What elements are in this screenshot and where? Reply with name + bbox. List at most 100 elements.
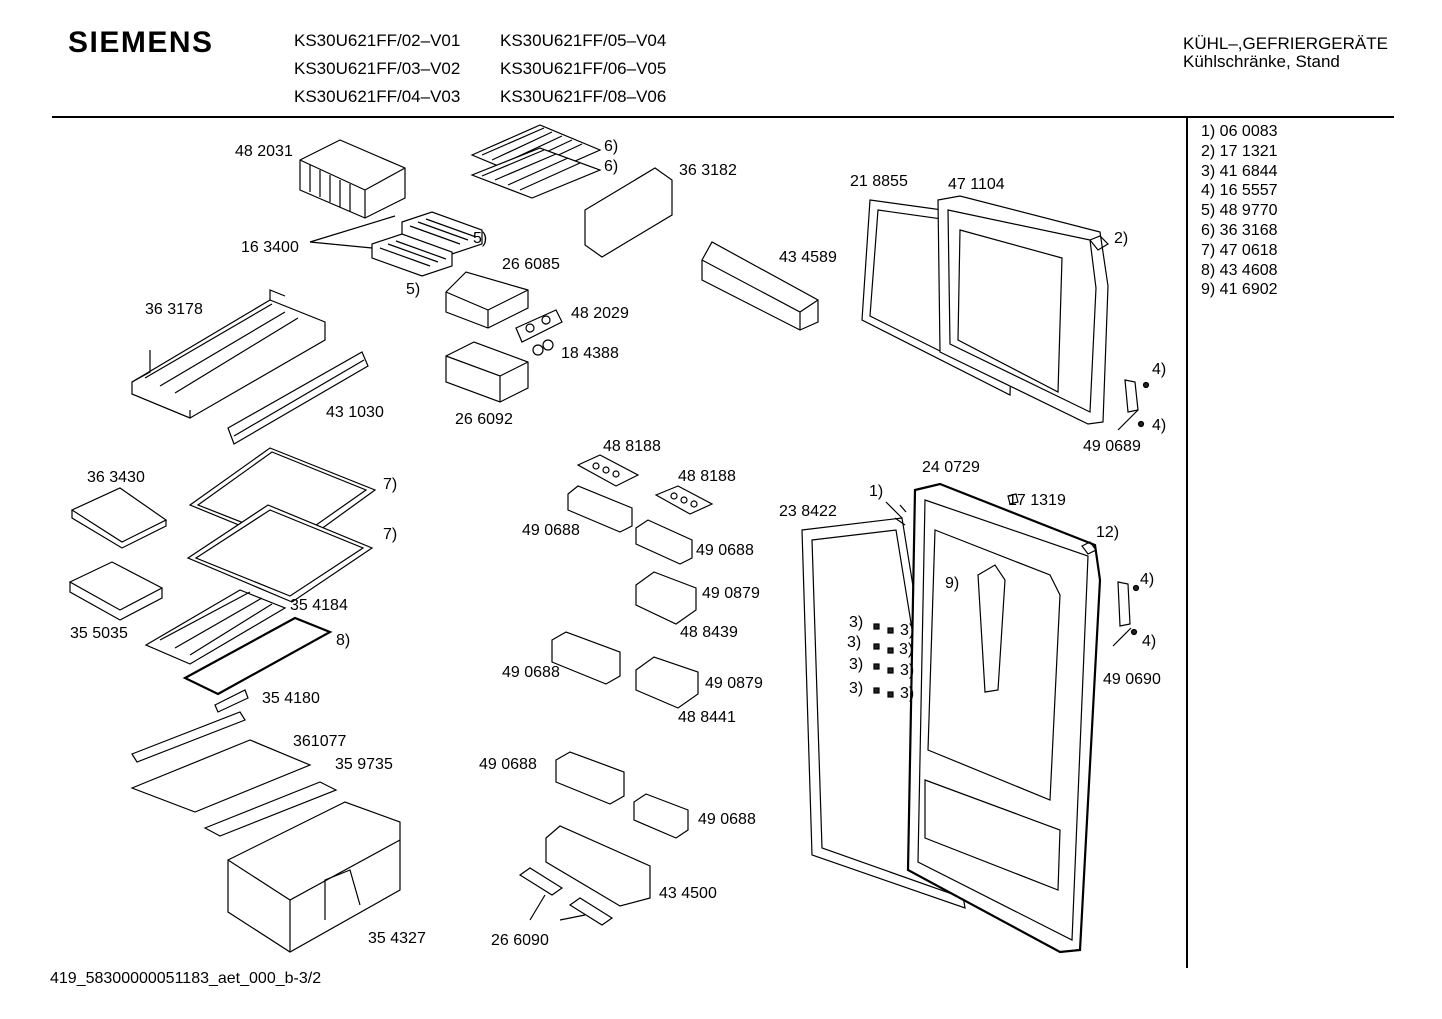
model-number: KS30U621FF/06–V05 (500, 59, 667, 78)
part-label: 16 3400 (241, 239, 299, 256)
part-label: 26 6092 (455, 411, 513, 428)
shelf-frame-drawing (144, 589, 287, 665)
part-label: 4) (1152, 417, 1167, 434)
part-label: 26 6085 (502, 256, 560, 273)
crisper-cover-drawing (130, 711, 338, 837)
part-label: 5) (406, 281, 421, 298)
part-label: 48 2029 (571, 305, 629, 322)
part-label: 49 0688 (696, 542, 754, 559)
part-label: 4) (1152, 361, 1167, 378)
brand-logo: SIEMENS (68, 26, 214, 59)
glass-shelf-drawing (186, 447, 377, 603)
part-label: 24 0729 (922, 459, 980, 476)
wire-shelf-drawing (470, 124, 602, 199)
part-label: 7) (383, 526, 398, 543)
part-label: 361077 (293, 733, 347, 750)
part-label: 12) (1096, 524, 1120, 541)
category-title: KÜHL–,GEFRIERGERÄTE (1183, 34, 1388, 53)
ice-tray-drawing (309, 211, 483, 277)
part-label: 3) (899, 641, 914, 658)
part-label: 48 8188 (678, 468, 736, 485)
model-number: KS30U621FF/04–V03 (294, 87, 461, 106)
ice-tray-holder-drawing (299, 139, 406, 219)
part-label: 35 5035 (70, 625, 128, 642)
legend-list: 1) 06 0083 2) 17 1321 3) 41 6844 4) 16 5… (1201, 122, 1278, 300)
part-label: 35 4184 (290, 597, 348, 614)
part-label: 49 0688 (479, 756, 537, 773)
part-label: 36 3430 (87, 469, 145, 486)
part-label: 49 0879 (702, 585, 760, 602)
fridge-door-drawing (906, 482, 1102, 954)
plate-drawing (515, 309, 563, 343)
part-label: 6) (604, 138, 619, 155)
model-number: KS30U621FF/08–V06 (500, 87, 667, 106)
part-label: 49 0689 (1083, 438, 1141, 455)
door-rack-drawing (701, 241, 819, 331)
glass-panel-drawing (584, 167, 673, 258)
legend-divider (1186, 116, 1188, 968)
legend-item: 6) 36 3168 (1201, 221, 1278, 239)
model-number: KS30U621FF/02–V01 (294, 31, 461, 50)
part-label: 49 0688 (698, 811, 756, 828)
part-label: 26 6090 (491, 932, 549, 949)
legend-item: 1) 06 0083 (1201, 123, 1278, 140)
legend-item: 2) 17 1321 (1201, 142, 1278, 160)
part-label: 3) (900, 685, 915, 702)
part-label: 48 8439 (680, 624, 738, 641)
part-label: 48 8441 (678, 709, 736, 726)
egg-tray-drawing (576, 454, 714, 515)
legend-item: 9) 41 6902 (1201, 281, 1278, 299)
box-bracket-drawing (445, 271, 529, 329)
document-code: 419_58300000051183_aet_000_b-3/2 (50, 970, 322, 987)
part-label: 49 0688 (522, 522, 580, 539)
freezer-door-drawing (937, 195, 1109, 425)
legend-item: 7) 47 0618 (1201, 241, 1278, 259)
glass-cover-drawing (182, 616, 333, 696)
crisper-box-drawing (445, 341, 529, 403)
part-label: 43 1030 (326, 404, 384, 421)
part-label: 2) (1114, 230, 1129, 247)
legend-item: 3) 41 6844 (1201, 162, 1278, 180)
part-label: 3) (849, 656, 864, 673)
part-label: 49 0879 (705, 675, 763, 692)
part-label: 35 4327 (368, 930, 426, 947)
part-label: 49 0688 (502, 664, 560, 681)
legend-item: 5) 48 9770 (1201, 202, 1278, 220)
part-label: 43 4500 (659, 885, 717, 902)
part-label: 4) (1142, 633, 1157, 650)
legend-item: 4) 16 5557 (1201, 182, 1278, 200)
part-label: 3) (849, 680, 864, 697)
part-label: 3) (900, 662, 915, 679)
part-label: 48 2031 (235, 143, 293, 160)
part-label: 9) (945, 575, 960, 592)
category-subtitle: Kühlschränke, Stand (1183, 52, 1340, 71)
part-label: 23 8422 (779, 503, 837, 520)
part-label: 18 4388 (561, 345, 619, 362)
part-label: 47 1104 (948, 176, 1005, 193)
tray-drawing (70, 487, 168, 543)
part-label: 36 3178 (145, 301, 203, 318)
part-label: 36 3182 (679, 162, 737, 179)
part-label: 49 0690 (1103, 671, 1161, 688)
part-label: 6) (604, 158, 619, 175)
small-tray-drawing (68, 561, 164, 611)
door-bin-drawing (545, 485, 699, 907)
part-label: 35 4180 (262, 690, 320, 707)
part-label: 4) (1140, 571, 1155, 588)
part-label: 3) (847, 634, 862, 651)
part-label: 3) (849, 614, 864, 631)
freezer-drawer-drawing (131, 289, 326, 419)
header-divider (52, 116, 1394, 118)
model-number: KS30U621FF/05–V04 (500, 31, 667, 50)
legend-item: 8) 43 4608 (1201, 261, 1278, 279)
part-label: 5) (473, 230, 488, 247)
vegetable-crisper-drawing (227, 801, 401, 953)
part-label: 17 1319 (1008, 492, 1066, 509)
part-label: 48 8188 (603, 438, 661, 455)
part-label: 1) (869, 483, 884, 500)
model-number: KS30U621FF/03–V02 (294, 59, 461, 78)
part-label: 7) (383, 476, 398, 493)
part-label: 43 4589 (779, 249, 837, 266)
part-label: 35 9735 (335, 756, 393, 773)
